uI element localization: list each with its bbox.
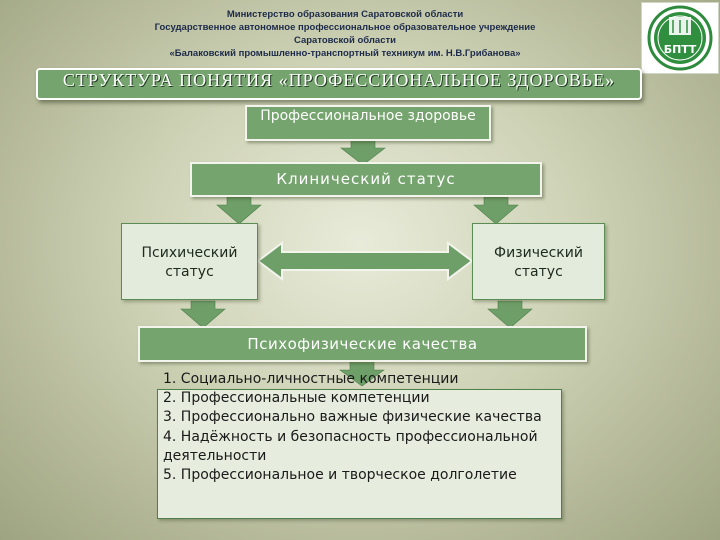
institution-header: Министерство образования Саратовской обл… [90,8,600,60]
list-item: 4. Надёжность и безопасность профессиона… [163,428,538,464]
header-line-region: Саратовской области [293,35,396,46]
arrow-down-psychophysical-to-list [339,360,385,387]
header-line-college: «Балаковский промышленно-транспортный те… [169,48,521,59]
header-line-ministry: Министерство образования Саратовской обл… [226,9,464,20]
node-psychic-status-label: Психический статус [141,245,238,280]
arrow-down-health-to-clinical [340,139,386,166]
list-item: 2. Профессиональные компетенции [163,390,430,407]
qualities-list: 1. Социально-личностные компетенции 2. П… [163,370,563,485]
node-physical-status: Физический статус [472,223,605,300]
arrow-down-psychic-to-psychophysical [180,300,226,329]
header-line-institution: Государственное автономное профессиональ… [154,22,536,33]
arrow-down-physical-to-psychophysical [487,300,533,329]
arrow-down-clinical-to-physical [473,196,519,225]
node-psychophysical-qualities: Психофизические качества [138,326,587,362]
node-psychophysical-qualities-label: Психофизические качества [247,335,478,353]
college-logo: БПТТ [641,2,719,74]
slide-title: СТРУКТУРА ПОНЯТИЯ «ПРОФЕССИОНАЛЬНОЕ ЗДОР… [36,68,642,100]
arrow-down-clinical-to-psychic [216,196,262,225]
node-clinical-status: Клинический статус [190,162,542,197]
list-item: 5. Профессиональное и творческое долголе… [163,467,517,484]
list-item: 1. Социально-личностные компетенции [163,371,459,387]
arrow-bidirectional-psychic-physical [256,241,474,281]
college-emblem-icon: БПТТ [647,5,713,71]
node-physical-status-label: Физический статус [494,245,583,280]
node-psychic-status: Психический статус [121,223,258,300]
node-professional-health-label: Профессиональное здоровье [260,108,476,124]
qualities-list-box [157,389,562,519]
node-professional-health: Профессиональное здоровье [245,105,491,141]
list-item: 3. Профессионально важные физические кач… [163,409,542,426]
logo-text: БПТТ [664,43,697,56]
node-clinical-status-label: Клинический статус [276,170,456,188]
